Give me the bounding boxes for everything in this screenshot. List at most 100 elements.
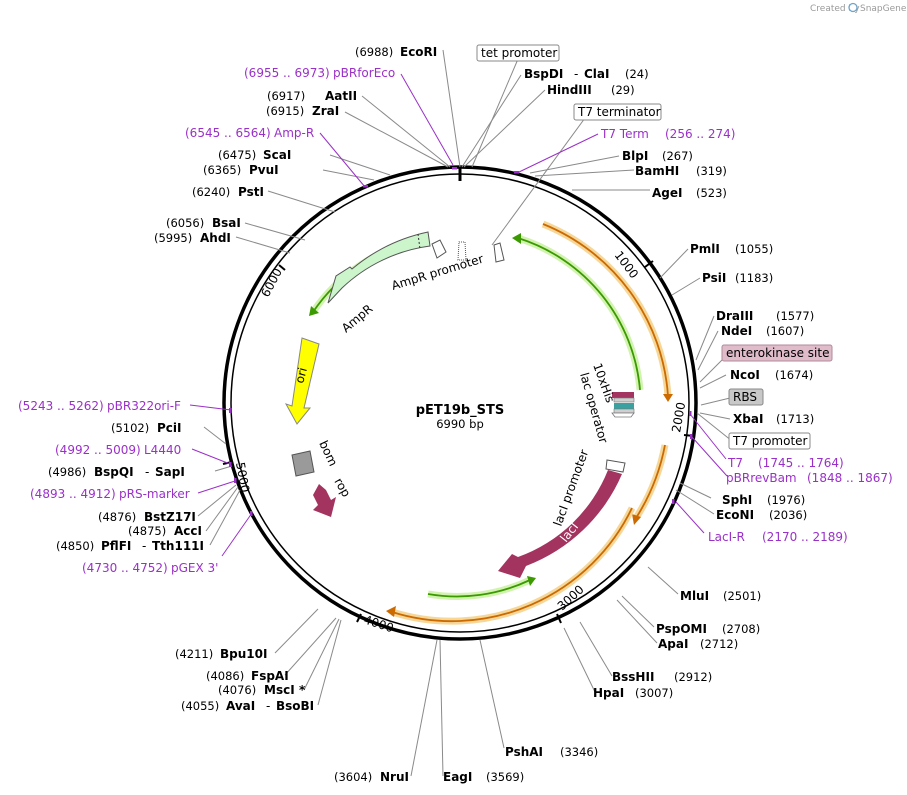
- bpu10i-label: Bpu10I: [220, 647, 267, 661]
- ecori-label: EcoRI: [400, 45, 437, 59]
- laci-gene-arrow: [498, 470, 622, 578]
- lacir-range: (2170 .. 2189): [762, 530, 848, 544]
- pbr322ori-label: pBR322ori-F: [107, 399, 181, 413]
- snapgene-logo-icon: [848, 2, 858, 13]
- bom-label: bom: [316, 438, 340, 468]
- rbs-box: [728, 388, 764, 406]
- ndei-label: NdeI: [721, 324, 752, 338]
- snapgene-credit: Created by SnapGene: [810, 2, 907, 14]
- zrai-position: (6915): [266, 104, 304, 118]
- tth111i-label: Tth111I: [152, 539, 204, 553]
- pbrforeco-range: (6955 .. 6973): [244, 66, 330, 80]
- primer-site-marks: [229, 167, 693, 516]
- enterokinase-site-box: [721, 344, 833, 362]
- t7term-label: T7 Term: [600, 127, 649, 141]
- t7-terminator-label: T7 terminator: [577, 105, 661, 119]
- bspdi-separator: -: [574, 67, 578, 81]
- lacir-label: LacI-R: [708, 530, 745, 544]
- aatii-position: (6917): [267, 89, 305, 103]
- apai-position: (2712): [700, 637, 738, 651]
- orf-green-2-halo: [427, 576, 532, 600]
- mlui-position: (2501): [723, 589, 761, 603]
- hpai-position: (3007): [635, 686, 673, 700]
- ecori-position: (6988): [355, 45, 393, 59]
- t7-promoter-box: [728, 432, 811, 450]
- ampr-promoter-arrow: [431, 239, 447, 259]
- bstz17i-label: BstZ17I: [144, 510, 196, 524]
- msci-position: (4076): [218, 683, 256, 697]
- fspai-position: (4086): [206, 669, 244, 683]
- bsshii-label: BssHII: [612, 670, 654, 684]
- draiii-label: DraIII: [716, 309, 753, 323]
- psii-label: PsiI: [702, 271, 726, 285]
- nrui-position: (3604): [334, 770, 372, 784]
- bamhi-label: BamHI: [635, 164, 679, 178]
- pgex3-range: (4730 .. 4752): [82, 561, 168, 575]
- pvui-label: PvuI: [249, 163, 279, 177]
- pflfi-position: (4850): [56, 539, 94, 553]
- ncoi-position: (1674): [775, 368, 813, 382]
- primer-site-pbr322ori: [229, 408, 232, 413]
- credit-brand: SnapGene: [860, 4, 907, 14]
- bsai-position: (6056): [166, 216, 204, 230]
- fspai-label: FspAI: [251, 669, 289, 683]
- ori-label: ori: [292, 366, 310, 385]
- prsmarker-label: pRS-marker: [119, 487, 190, 501]
- primer-site-l4440: [229, 462, 232, 467]
- pcii-position: (5102): [111, 421, 149, 435]
- bamhi-position: (319): [696, 164, 727, 178]
- pflfi-label: PflFI: [101, 539, 131, 553]
- t7-terminator-box: [573, 103, 662, 121]
- l4440-range: (4992 .. 5009): [55, 443, 141, 457]
- psii-position: (1183): [735, 271, 773, 285]
- avai-position: (4055): [181, 699, 219, 713]
- acci-position: (4875): [128, 524, 166, 538]
- primer-leader-lines: [189, 73, 728, 557]
- scai-label: ScaI: [263, 148, 291, 162]
- bspdi-position: (24): [625, 67, 649, 81]
- orf-orange-2-arrowhead: [632, 514, 641, 525]
- hindiii-position: (29): [611, 83, 635, 97]
- expression-cassette: [611, 392, 635, 418]
- rbs-label: RBS: [733, 390, 757, 404]
- msci-mark: *: [299, 683, 306, 697]
- t7-primer-range: (1745 .. 1764): [758, 456, 844, 470]
- agei-label: AgeI: [652, 186, 682, 200]
- pgex3-label: pGEX 3': [171, 561, 218, 575]
- primer-site-ampr: [363, 185, 368, 188]
- acci-label: AccI: [174, 524, 202, 538]
- blpi-label: BlpI: [622, 149, 648, 163]
- his-tag-block: [612, 392, 634, 398]
- nrui-label: NruI: [380, 770, 409, 784]
- tick-4000: 4000: [362, 613, 395, 636]
- tick-2000: 2000: [669, 401, 688, 434]
- primer-site-t7term: [514, 171, 519, 174]
- xbai-position: (1713): [776, 412, 814, 426]
- pbrrevbam-label: pBRrevBam: [726, 471, 797, 485]
- ahdi-position: (5995): [154, 231, 192, 245]
- t7-promoter-label: T7 promoter: [732, 434, 808, 448]
- sapi-label: SapI: [155, 465, 185, 479]
- orf-green-2: [427, 579, 531, 598]
- ampr-primer-label: Amp-R: [274, 126, 314, 140]
- ahdi-label: AhdI: [200, 231, 231, 245]
- credit-text: Created by: [810, 4, 860, 14]
- bsobi-label: BsoBI: [276, 699, 314, 713]
- psti-position: (6240): [192, 185, 230, 199]
- orf-orange-2: [635, 444, 666, 519]
- hindiii-label: HindIII: [547, 83, 592, 97]
- rop-label: rop: [331, 476, 353, 500]
- position-ticks: 1000 2000 3000 4000 5000 6000: [222, 248, 695, 636]
- tick-6000: 6000: [258, 266, 285, 300]
- pbrforeco-label: pBRforEco: [333, 66, 395, 80]
- econi-label: EcoNI: [716, 508, 754, 522]
- pvui-position: (6365): [203, 163, 241, 177]
- ndei-position: (1607): [766, 324, 804, 338]
- laci-promoter-arrow: [605, 459, 626, 473]
- psti-label: PstI: [238, 185, 264, 199]
- clai-label: ClaI: [584, 67, 609, 81]
- bspqi-position: (4986): [48, 465, 86, 479]
- orf-orange-3-arrowhead: [386, 606, 396, 617]
- l4440-label: L4440: [144, 443, 181, 457]
- bsai-label: BsaI: [212, 216, 241, 230]
